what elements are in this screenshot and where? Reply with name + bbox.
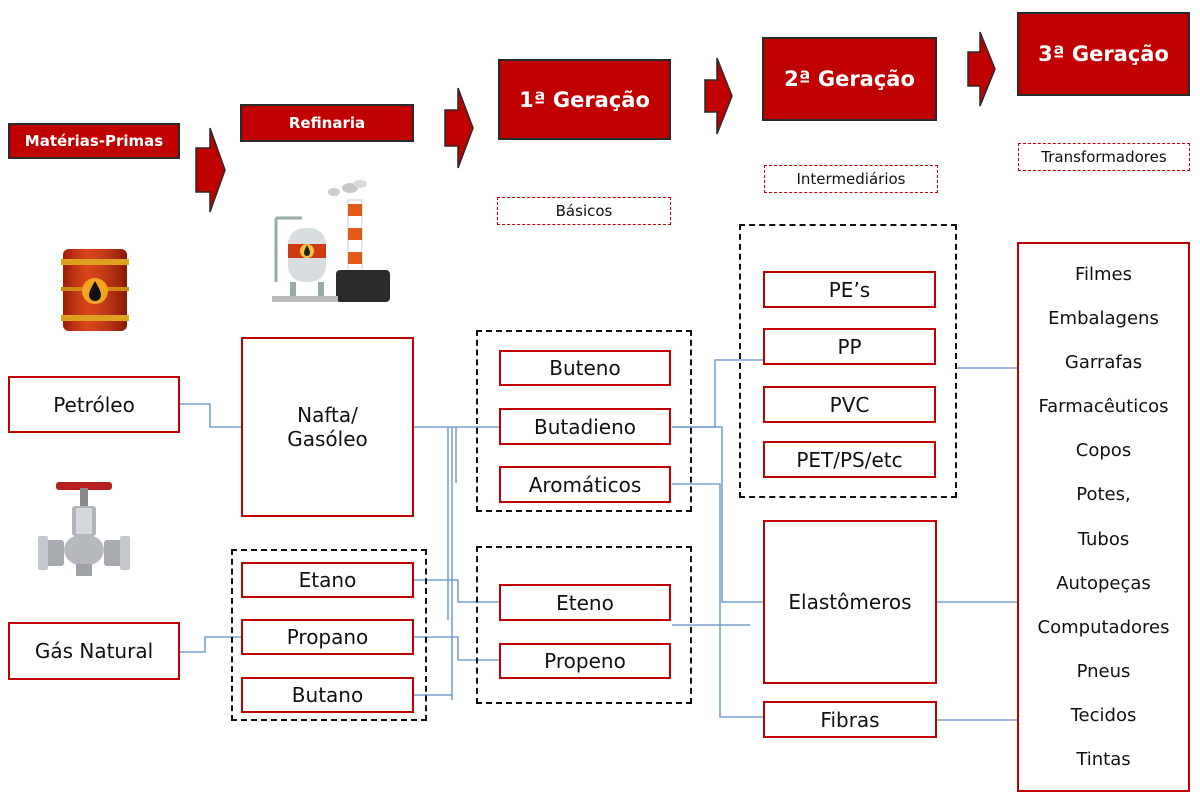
- arrow-1-icon: [195, 127, 226, 213]
- box-eteno: Eteno: [499, 584, 671, 621]
- app-item: Copos: [1075, 440, 1132, 462]
- gas-valve-icon: [38, 482, 130, 576]
- connector-petroleo-nafta: [180, 403, 242, 428]
- arrow-4-icon: [967, 31, 996, 107]
- box-pp: PP: [763, 328, 936, 365]
- box-fibras: Fibras: [763, 701, 937, 738]
- app-item: Filmes: [1074, 263, 1133, 285]
- box-aplicacoes: Filmes Embalagens Garrafas Farmacêuticos…: [1017, 242, 1190, 792]
- connector-gases-basics: [413, 579, 500, 696]
- box-nafta-gasoleo: Nafta/ Gasóleo: [241, 337, 414, 517]
- app-item: Tintas: [1076, 749, 1131, 771]
- box-pet-ps-etc: PET/PS/etc: [763, 441, 936, 478]
- box-aromaticos: Aromáticos: [499, 466, 671, 503]
- connector-gas-propano: [180, 636, 242, 653]
- refinery-icon: [272, 180, 390, 302]
- box-gas-natural: Gás Natural: [8, 622, 180, 680]
- app-item: Tubos: [1077, 528, 1130, 550]
- nafta-line-1: Nafta/: [297, 403, 358, 427]
- box-propeno: Propeno: [499, 643, 671, 679]
- app-item: Autopeças: [1056, 572, 1151, 594]
- nafta-line-2: Gasóleo: [287, 427, 368, 451]
- box-petroleo: Petróleo: [8, 376, 180, 433]
- box-propano: Propano: [241, 619, 414, 655]
- box-etano: Etano: [241, 562, 414, 598]
- group-basicos-a: [476, 330, 692, 512]
- app-item: Potes,: [1076, 484, 1131, 506]
- stage-primeira-geracao: 1ª Geração: [498, 59, 671, 140]
- app-item: Pneus: [1076, 660, 1131, 682]
- stage-segunda-geracao: 2ª Geração: [762, 37, 937, 121]
- app-item: Computadores: [1037, 616, 1170, 638]
- stage-refinaria: Refinaria: [240, 104, 414, 142]
- stage-terceira-geracao: 3ª Geração: [1017, 12, 1190, 96]
- box-butadieno: Butadieno: [499, 408, 671, 445]
- box-pes: PE’s: [763, 271, 936, 308]
- arrow-3-icon: [704, 57, 733, 135]
- oil-barrel-icon: [61, 249, 129, 331]
- connector-basics-elast: [672, 426, 763, 718]
- box-pvc: PVC: [763, 386, 936, 423]
- arrow-2-icon: [444, 87, 474, 169]
- label-basicos: Básicos: [497, 197, 671, 225]
- app-item: Embalagens: [1048, 307, 1159, 329]
- app-item: Tecidos: [1070, 705, 1137, 727]
- group-resinas: [739, 224, 957, 498]
- stage-materias-primas: Matérias-Primas: [8, 123, 180, 159]
- group-gases: [231, 549, 427, 721]
- group-basicos-b: [476, 546, 692, 704]
- app-item: Garrafas: [1064, 351, 1143, 373]
- box-buteno: Buteno: [499, 350, 671, 386]
- box-elastomeros: Elastômeros: [763, 520, 937, 684]
- label-intermediarios: Intermediários: [764, 165, 938, 193]
- label-transformadores: Transformadores: [1018, 143, 1190, 171]
- app-item: Farmacêuticos: [1038, 396, 1169, 418]
- box-butano: Butano: [241, 677, 414, 713]
- connector-nafta-basics: [413, 426, 500, 700]
